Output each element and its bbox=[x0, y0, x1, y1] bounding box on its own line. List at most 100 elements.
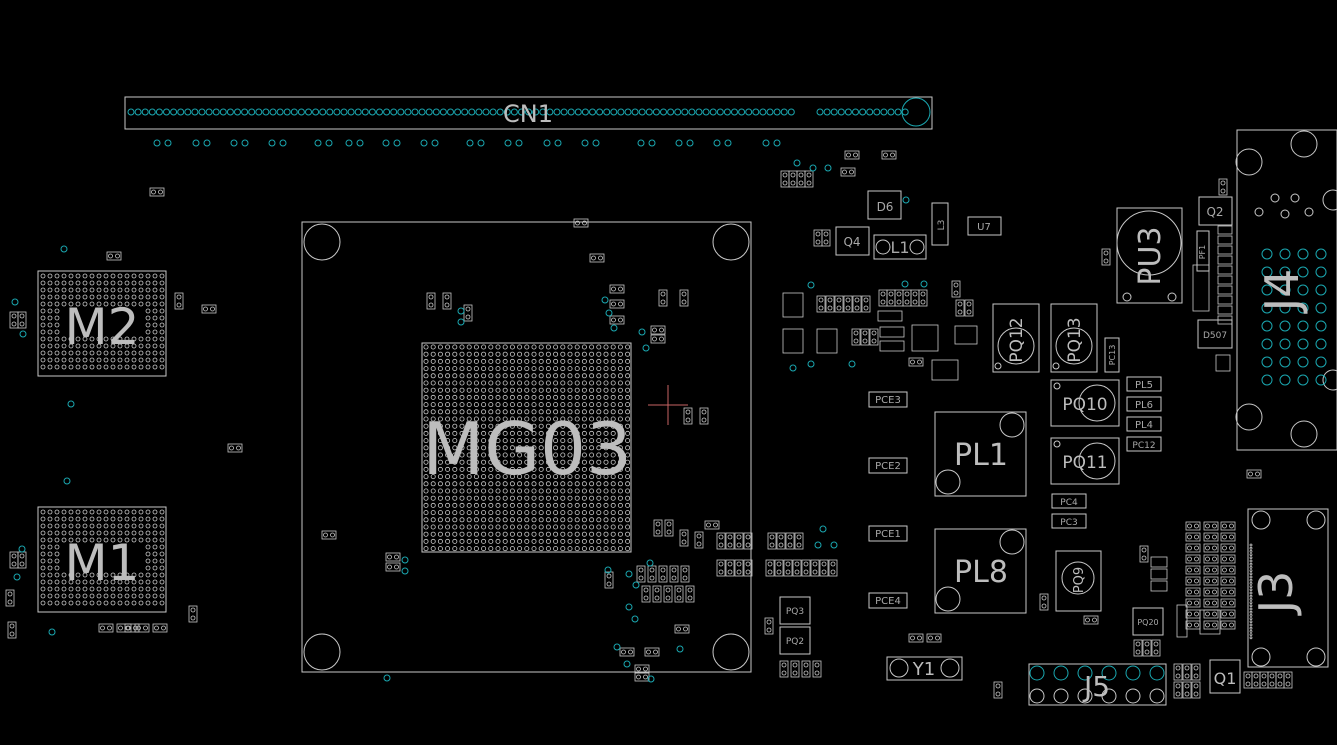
bga-ball bbox=[481, 495, 487, 501]
pad bbox=[718, 542, 724, 548]
connector-j5[interactable]: J5 bbox=[1028, 663, 1167, 706]
cn1-pin bbox=[468, 108, 476, 116]
bga-ball bbox=[617, 394, 623, 400]
cap-pc13[interactable]: PC13 bbox=[1104, 337, 1120, 373]
bga-ball bbox=[603, 430, 609, 436]
inductor-pl4[interactable]: PL4 bbox=[1126, 416, 1162, 432]
inductor-pl8[interactable]: PL8 bbox=[934, 528, 1027, 614]
cn1-pin bbox=[645, 108, 653, 116]
cap-pc4[interactable]: PC4 bbox=[1051, 493, 1087, 509]
resistor bbox=[1220, 576, 1236, 586]
bga-ball bbox=[524, 517, 530, 523]
cap-pce2[interactable]: PCE2 bbox=[868, 457, 908, 474]
pad bbox=[854, 305, 860, 311]
j3-pin bbox=[1249, 562, 1253, 566]
module-m1[interactable]: M1 bbox=[37, 506, 167, 613]
resistor bbox=[1150, 580, 1168, 592]
part-pq10[interactable]: PQ10 bbox=[1050, 379, 1120, 427]
part-pq12[interactable]: PQ12 bbox=[992, 303, 1040, 373]
bga-ball bbox=[531, 517, 537, 523]
bga-ball bbox=[124, 364, 130, 370]
connector-j4[interactable]: J4 bbox=[1235, 129, 1337, 451]
via bbox=[457, 318, 465, 326]
bga-ball bbox=[581, 416, 587, 422]
vias bbox=[11, 159, 928, 683]
fuse-pf1[interactable]: PF1 bbox=[1196, 230, 1210, 272]
bga-ball bbox=[82, 357, 88, 363]
capacitor-pad bbox=[654, 587, 660, 593]
bga-ball bbox=[509, 466, 515, 472]
bga-ball bbox=[531, 510, 537, 516]
resistor bbox=[1220, 598, 1236, 608]
cn1-pin bbox=[234, 108, 241, 116]
bga-ball bbox=[40, 593, 46, 599]
bga-ball bbox=[581, 344, 587, 350]
q4-outline bbox=[835, 226, 870, 256]
j5-pin bbox=[1149, 665, 1165, 681]
part-pq3[interactable]: PQ3 bbox=[779, 596, 811, 625]
capacitor-pad bbox=[1141, 547, 1147, 553]
bga-ball bbox=[159, 600, 165, 606]
resistor bbox=[1203, 532, 1219, 542]
module-mg03[interactable]: MG03 bbox=[301, 221, 752, 673]
pad bbox=[806, 172, 812, 178]
pad bbox=[745, 534, 751, 540]
cn1-pin bbox=[361, 108, 369, 116]
cap-pce4[interactable]: PCE4 bbox=[868, 592, 908, 609]
capacitor-pad bbox=[681, 299, 687, 305]
cn1-pin bbox=[596, 108, 604, 116]
bga-ball bbox=[596, 366, 602, 372]
bga-ball bbox=[131, 572, 137, 578]
bga-ball bbox=[138, 343, 144, 349]
part-pq13[interactable]: PQ13 bbox=[1050, 303, 1098, 373]
inductor-pl6[interactable]: PL6 bbox=[1126, 396, 1162, 412]
transistor-q2[interactable]: Q2 bbox=[1198, 196, 1233, 226]
part-pq20[interactable]: PQ20 bbox=[1132, 607, 1164, 636]
j3-pin bbox=[1249, 566, 1253, 569]
crystal-y1[interactable]: Y1 bbox=[886, 656, 963, 681]
bga-ball bbox=[488, 452, 494, 458]
part-pq2[interactable]: PQ2 bbox=[779, 626, 811, 655]
bga-ball bbox=[138, 530, 144, 536]
inductor-l1[interactable]: L1 bbox=[873, 234, 927, 260]
transistor-q1[interactable]: Q1 bbox=[1209, 659, 1241, 694]
module-m2[interactable]: M2 bbox=[37, 270, 167, 377]
bga-ball bbox=[545, 430, 551, 436]
connector-cn1[interactable]: CN1 bbox=[124, 96, 933, 147]
resistor bbox=[1220, 543, 1236, 553]
bga-ball bbox=[437, 502, 443, 508]
ic-u7[interactable]: U7 bbox=[967, 216, 1002, 236]
transistor-q4[interactable]: Q4 bbox=[835, 226, 870, 256]
cap-pc12[interactable]: PC12 bbox=[1126, 436, 1162, 452]
d507-outline bbox=[1197, 319, 1233, 349]
cap-pce3[interactable]: PCE3 bbox=[868, 391, 908, 408]
bga-ball bbox=[610, 488, 616, 494]
bga-ball bbox=[502, 524, 508, 530]
cap-pce1[interactable]: PCE1 bbox=[868, 525, 908, 542]
pl6-label: PL6 bbox=[1135, 400, 1153, 411]
bga-ball bbox=[625, 445, 631, 451]
diode-d507[interactable]: D507 bbox=[1197, 319, 1233, 349]
bga-ball bbox=[75, 350, 81, 356]
bga-ball bbox=[517, 394, 523, 400]
j3-pin bbox=[1249, 633, 1253, 636]
inductor-pl5[interactable]: PL5 bbox=[1126, 376, 1162, 392]
cap-pc3[interactable]: PC3 bbox=[1051, 513, 1087, 529]
bga-ball bbox=[481, 416, 487, 422]
bga-ball bbox=[82, 586, 88, 592]
part-pu3[interactable]: PU3 bbox=[1116, 207, 1183, 304]
resistor bbox=[650, 334, 666, 344]
pad bbox=[736, 569, 742, 575]
bga-ball bbox=[445, 416, 451, 422]
part-pq9[interactable]: PQ9 bbox=[1055, 550, 1102, 612]
inductor-pl1[interactable]: PL1 bbox=[934, 411, 1027, 497]
resistor bbox=[1185, 532, 1201, 542]
connector-j3[interactable]: J3 bbox=[1247, 508, 1329, 668]
resistor-pad bbox=[323, 532, 328, 538]
bga-ball bbox=[481, 394, 487, 400]
bga-ball bbox=[473, 531, 479, 537]
inductor-l3[interactable]: L3 bbox=[931, 202, 949, 246]
part-pq11[interactable]: PQ11 bbox=[1050, 437, 1120, 485]
diode-d6[interactable]: D6 bbox=[867, 190, 902, 220]
